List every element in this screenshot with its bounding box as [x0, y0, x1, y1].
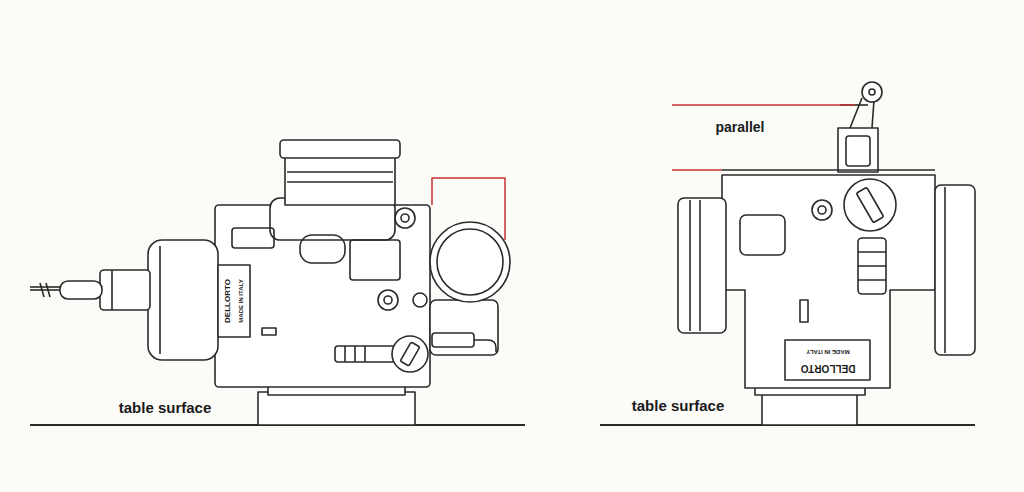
- alignment-label: parallel: [715, 120, 764, 135]
- brand-text: DELLORTO: [801, 363, 856, 374]
- origin-text: MADE IN ITALY: [238, 279, 245, 322]
- origin-text: MADE IN ITALY: [806, 349, 849, 356]
- surface-label: table surface: [119, 400, 212, 417]
- surface-label: table surface: [632, 398, 725, 415]
- brand-text: DELLORTO: [224, 279, 233, 323]
